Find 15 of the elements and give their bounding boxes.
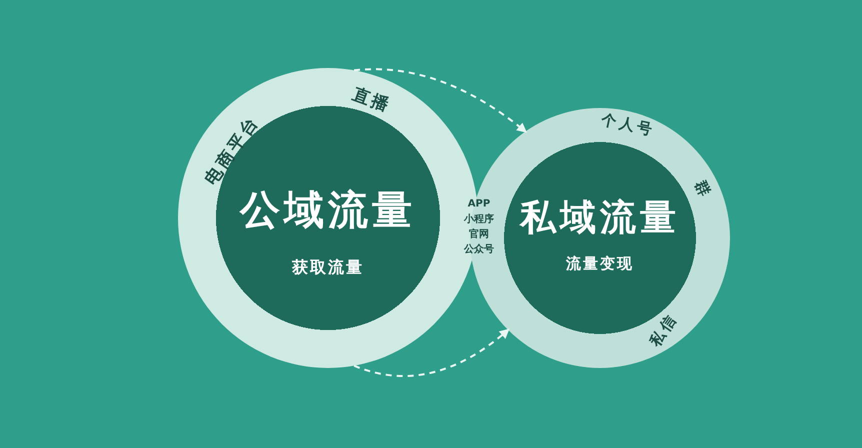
circle-title: 私域流量: [520, 196, 680, 240]
circle-title: 公域流量: [240, 186, 416, 236]
ring-label: 直播: [349, 83, 395, 118]
ring-label: 群: [690, 178, 716, 202]
channel-label: 公众号: [464, 242, 494, 256]
dashed-arrow: [354, 328, 510, 377]
circle-subtitle: 获取流量: [292, 258, 364, 278]
dashed-arrow: [354, 68, 527, 133]
ring-label: 个人号: [600, 110, 656, 140]
ring-label: 电商平台: [200, 110, 264, 190]
ring-label: 私信: [646, 310, 682, 350]
channel-label: APP: [468, 198, 490, 210]
channel-label: 小程序: [464, 212, 494, 226]
circle-subtitle: 流量变现: [566, 254, 634, 274]
channel-label: 官网: [469, 227, 489, 241]
